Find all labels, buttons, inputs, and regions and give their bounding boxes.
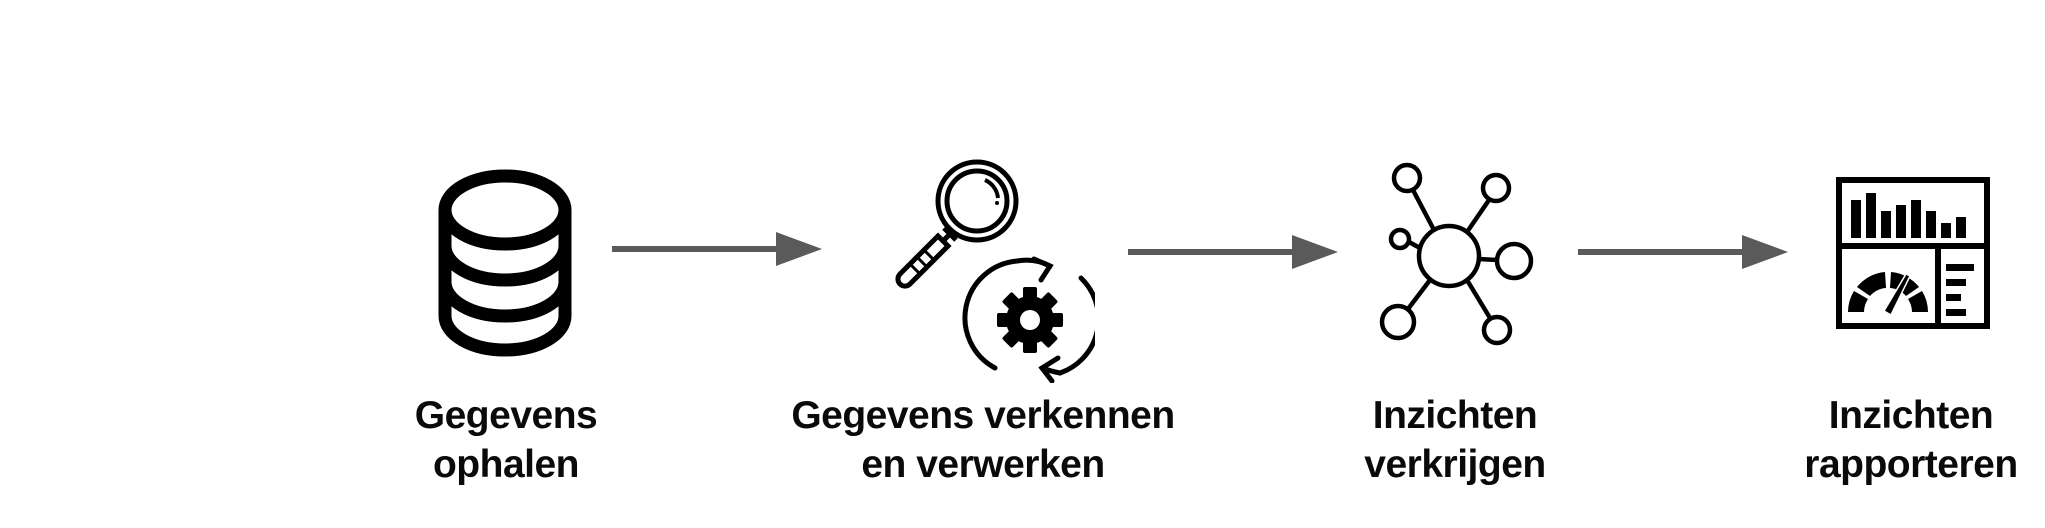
step-label-line1: Gegevens verkennen [791, 394, 1175, 437]
step-label-line2: verkrijgen [1364, 443, 1546, 486]
network-nodes-icon [1379, 162, 1534, 346]
dashboard-report-icon [1836, 177, 1990, 329]
step-label-inzichten-verkrijgen: Inzichten verkrijgen [1225, 391, 1685, 489]
step-label-line2: ophalen [432, 443, 580, 486]
step-label-line1: Inzichten [1372, 394, 1538, 437]
step-label-gegevens-verkennen: Gegevens verkennen en verwerken [753, 391, 1213, 489]
step-label-inzichten-rapporteren: Inzichten rapporteren [1681, 391, 2045, 489]
step-label-line1: Inzichten [1828, 394, 1994, 437]
arrow-right-icon [1578, 235, 1788, 269]
step-label-gegevens-ophalen: Gegevens ophalen [276, 391, 736, 489]
database-icon [438, 169, 572, 357]
step-label-line2: en verwerken [861, 443, 1105, 486]
arrow-right-icon [1128, 235, 1338, 269]
arrow-right-icon [612, 232, 822, 266]
magnifier-gear-cycle-icon [895, 159, 1095, 383]
step-label-line1: Gegevens [414, 394, 598, 437]
step-label-line2: rapporteren [1804, 443, 2018, 486]
